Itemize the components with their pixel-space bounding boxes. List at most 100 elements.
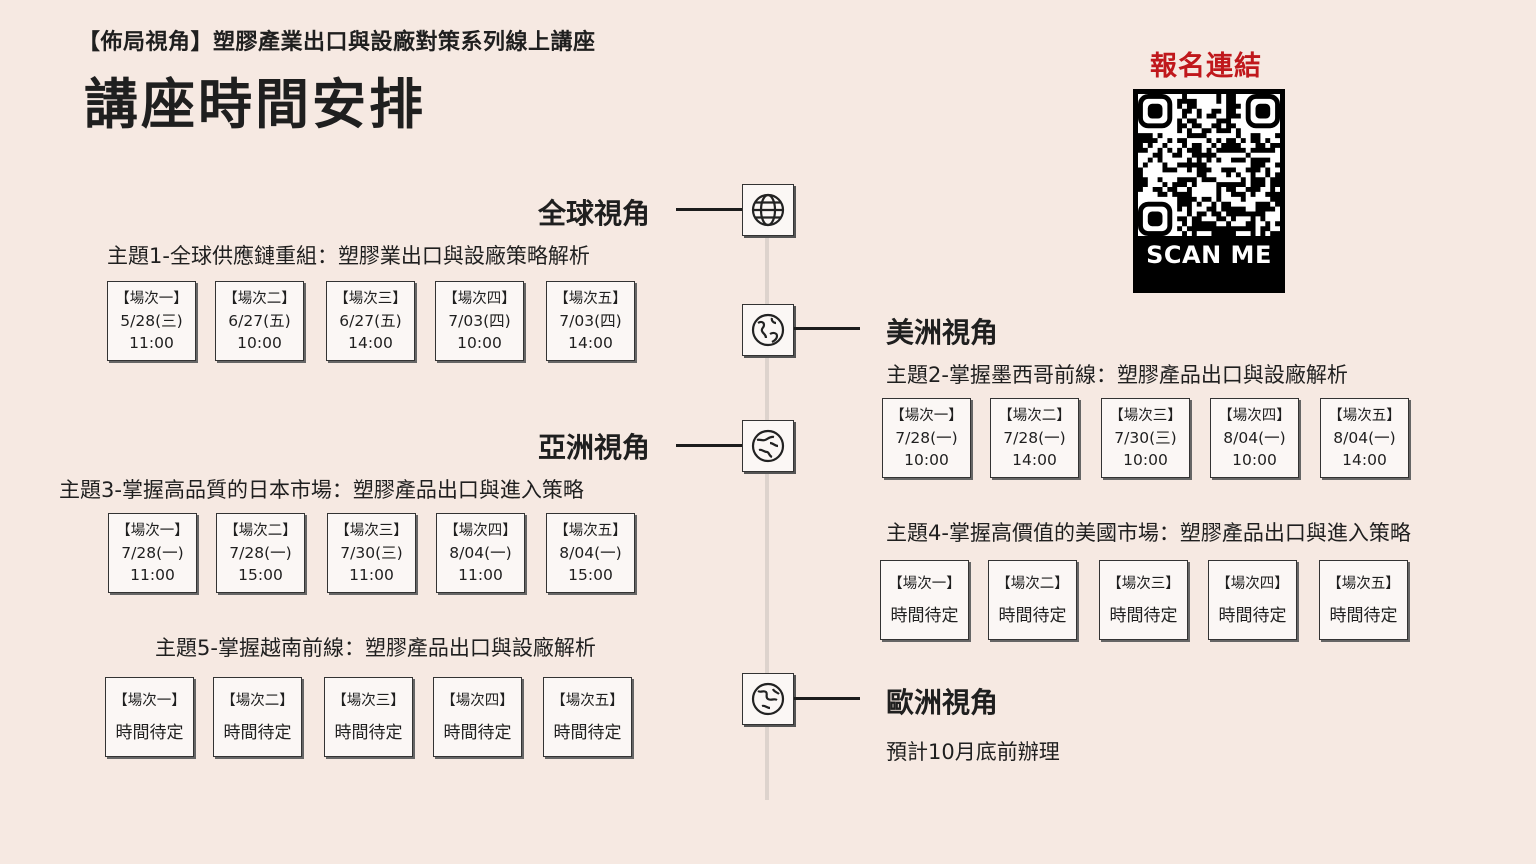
session-date: 6/27(五) [228, 312, 291, 330]
session-card: 【場次一】時間待定 [880, 560, 969, 640]
session-label: 【場次五】 [1327, 576, 1400, 592]
page-title: 講座時間安排 [84, 73, 426, 136]
session-card: 【場次一】 5/28(三) 11:00 [107, 281, 196, 361]
qr-code[interactable]: SCAN ME [1133, 89, 1285, 293]
session-card: 【場次四】 7/03(四) 10:00 [435, 281, 524, 361]
session-card: 【場次三】時間待定 [324, 677, 413, 757]
europe-note: 預計10月底前辦理 [886, 740, 1060, 764]
session-card: 【場次三】時間待定 [1099, 560, 1188, 640]
session-time: 14:00 [1342, 451, 1387, 469]
session-card: 【場次四】 8/04(一) 11:00 [436, 513, 525, 593]
session-tbd: 時間待定 [1329, 606, 1398, 626]
session-date: 7/28(一) [121, 544, 184, 562]
session-time: 11:00 [129, 334, 174, 352]
session-tbd: 時間待定 [1109, 606, 1178, 626]
topic-3: 主題3-掌握高品質的日本市場：塑膠產品出口與進入策略 [59, 478, 584, 502]
session-date: 7/30(三) [1114, 429, 1177, 447]
session-time: 10:00 [237, 334, 282, 352]
session-card: 【場次五】7/03(四)14:00 [546, 281, 635, 361]
session-time: 11:00 [349, 566, 394, 584]
connector-line [794, 697, 860, 700]
session-label: 【場次二】 [996, 576, 1069, 592]
session-date: 7/28(一) [1003, 429, 1066, 447]
session-tbd: 時間待定 [115, 723, 184, 743]
session-card: 【場次五】8/04(一)14:00 [1320, 398, 1409, 478]
session-label: 【場次四】 [441, 693, 514, 709]
session-label: 【場次一】 [115, 291, 188, 307]
globe-icon [742, 184, 794, 236]
session-date: 8/04(一) [1223, 429, 1286, 447]
session-tbd: 時間待定 [1218, 606, 1287, 626]
session-label: 【場次三】 [1107, 576, 1180, 592]
asia-globe-icon [742, 420, 794, 472]
session-card: 【場次三】 7/30(三) 11:00 [327, 513, 416, 593]
session-label: 【場次三】 [332, 693, 405, 709]
session-time: 10:00 [457, 334, 502, 352]
session-time: 10:00 [1123, 451, 1168, 469]
session-label: 【場次一】 [113, 693, 186, 709]
scan-me-text: SCAN ME [1146, 241, 1272, 269]
session-time: 11:00 [130, 566, 175, 584]
session-date: 8/04(一) [559, 544, 622, 562]
session-date: 7/28(一) [895, 429, 958, 447]
session-label: 【場次四】 [443, 291, 516, 307]
session-label: 【場次一】 [890, 408, 963, 424]
session-card: 【場次三】7/30(三)10:00 [1101, 398, 1190, 478]
session-time: 14:00 [348, 334, 393, 352]
session-card: 【場次四】時間待定 [1208, 560, 1297, 640]
session-label: 【場次四】 [1216, 576, 1289, 592]
session-card: 【場次四】 8/04(一) 10:00 [1210, 398, 1299, 478]
session-card: 【場次一】 7/28(一) 10:00 [882, 398, 971, 478]
session-date: 7/03(四) [448, 312, 511, 330]
session-card: 【場次一】 7/28(一) 11:00 [108, 513, 197, 593]
topic-4: 主題4-掌握高價值的美國市場：塑膠產品出口與進入策略 [886, 521, 1411, 545]
timeline-line [765, 230, 769, 800]
connector-line [676, 208, 742, 211]
session-card: 【場次三】 6/27(五) 14:00 [326, 281, 415, 361]
session-label: 【場次二】 [221, 693, 294, 709]
session-card: 【場次二】7/28(一)15:00 [216, 513, 305, 593]
session-card: 【場次一】時間待定 [105, 677, 194, 757]
session-time: 10:00 [1232, 451, 1277, 469]
session-card: 【場次二】時間待定 [988, 560, 1077, 640]
session-tbd: 時間待定 [998, 606, 1067, 626]
session-tbd: 時間待定 [443, 723, 512, 743]
connector-line [794, 327, 860, 330]
session-date: 8/04(一) [1333, 429, 1396, 447]
session-label: 【場次四】 [1218, 408, 1291, 424]
session-date: 7/28(一) [229, 544, 292, 562]
session-tbd: 時間待定 [334, 723, 403, 743]
session-time: 11:00 [458, 566, 503, 584]
region-title-europe: 歐洲視角 [886, 686, 999, 719]
qr-code-icon [1138, 94, 1281, 237]
session-label: 【場次三】 [335, 523, 408, 539]
session-date: 7/30(三) [340, 544, 403, 562]
session-tbd: 時間待定 [223, 723, 292, 743]
session-label: 【場次五】 [554, 523, 627, 539]
session-tbd: 時間待定 [890, 606, 959, 626]
session-time: 10:00 [904, 451, 949, 469]
session-label: 【場次二】 [998, 408, 1071, 424]
session-card: 【場次二】6/27(五)10:00 [215, 281, 304, 361]
europe-globe-icon [742, 673, 794, 725]
session-date: 7/03(四) [559, 312, 622, 330]
region-title-global: 全球視角 [537, 197, 650, 230]
session-date: 6/27(五) [339, 312, 402, 330]
session-label: 【場次三】 [334, 291, 407, 307]
session-tbd: 時間待定 [553, 723, 622, 743]
session-label: 【場次四】 [444, 523, 517, 539]
session-time: 15:00 [568, 566, 613, 584]
session-date: 5/28(三) [120, 312, 183, 330]
session-date: 8/04(一) [449, 544, 512, 562]
session-card: 【場次四】時間待定 [433, 677, 522, 757]
session-time: 14:00 [568, 334, 613, 352]
connector-line [676, 444, 742, 447]
topic-2: 主題2-掌握墨西哥前線：塑膠產品出口與設廠解析 [886, 363, 1348, 387]
session-card: 【場次二】7/28(一)14:00 [990, 398, 1079, 478]
region-title-americas: 美洲視角 [886, 316, 999, 349]
session-label: 【場次一】 [116, 523, 189, 539]
region-title-asia: 亞洲視角 [537, 431, 650, 464]
topic-1: 主題1-全球供應鏈重組：塑膠業出口與設廠策略解析 [107, 244, 590, 268]
series-subtitle: 【佈局視角】塑膠產業出口與設廠對策系列線上講座 [78, 30, 596, 55]
session-card: 【場次二】時間待定 [213, 677, 302, 757]
